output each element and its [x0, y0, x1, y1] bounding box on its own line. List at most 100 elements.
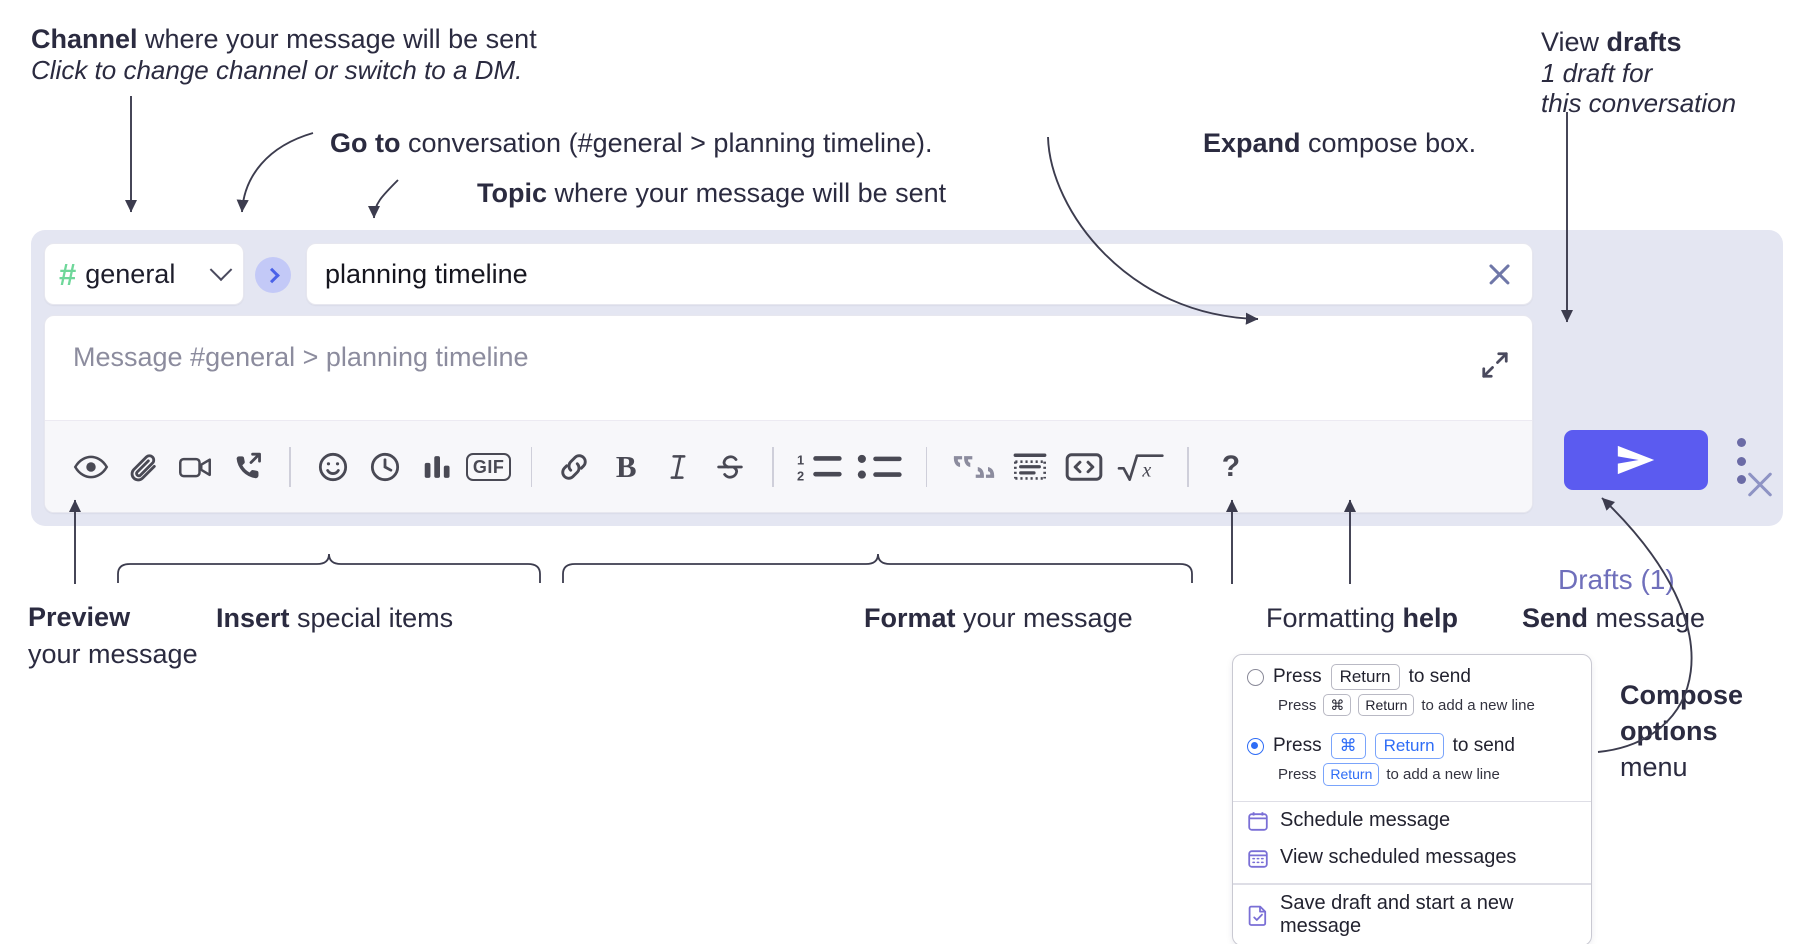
annotation-preview-bold: Preview — [28, 602, 131, 632]
svg-text:1: 1 — [797, 452, 804, 467]
radio1-press: Press — [1273, 666, 1322, 688]
menu-item-schedule-message[interactable]: Schedule message — [1233, 802, 1591, 839]
poll-icon[interactable] — [411, 441, 463, 493]
topic-input[interactable]: planning timeline — [306, 243, 1533, 305]
radio1-key-return: Return — [1330, 664, 1400, 691]
bold-label: B — [615, 448, 637, 484]
hash-icon: # — [59, 256, 76, 292]
compose-options-menu: Press Return to send Press ⌘ Return to a… — [1232, 654, 1592, 944]
annotation-preview-rest: your message — [28, 639, 198, 669]
toolbar-separator — [1187, 446, 1189, 487]
svg-text:x: x — [1142, 459, 1152, 481]
sub1-suffix: to add a new line — [1421, 696, 1535, 714]
radio-icon-selected[interactable] — [1247, 737, 1264, 755]
menu-item-save-draft[interactable]: Save draft and start a new message — [1233, 885, 1591, 944]
goto-conversation-button[interactable] — [255, 257, 291, 293]
menu-divider — [1233, 883, 1591, 885]
bold-icon[interactable]: B — [600, 441, 652, 493]
annotation-expand-bold: Expand — [1203, 128, 1301, 158]
drafts-link[interactable]: Drafts (1) — [1558, 564, 1675, 595]
menu-item-view-scheduled-messages[interactable]: View scheduled messages — [1233, 839, 1591, 876]
code-block-icon[interactable] — [1003, 441, 1057, 493]
annotation-compose-rest: menu — [1620, 752, 1688, 782]
annotation-expand: Expand compose box. — [1203, 126, 1476, 161]
annotation-topic: Topic where your message will be sent — [477, 176, 946, 211]
blockquote-icon[interactable] — [943, 441, 1003, 493]
channel-name-label: general — [85, 258, 176, 289]
annotation-insert: Insert special items — [216, 601, 453, 636]
svg-text:2: 2 — [797, 468, 804, 481]
help-icon[interactable]: ? — [1205, 441, 1257, 493]
message-input-placeholder: Message #general > planning timeline — [73, 342, 529, 372]
annotation-drafts-line1: View drafts — [1541, 25, 1682, 60]
ordered-list-icon[interactable]: 1 2 — [790, 441, 850, 493]
annotation-channel-italic: Click to change channel or switch to a D… — [31, 55, 523, 85]
annotation-drafts-plain: View — [1541, 27, 1607, 57]
annotation-fhelp-bold: help — [1402, 603, 1459, 633]
annotation-send-bold: Send — [1522, 603, 1589, 633]
annotation-insert-bold: Insert — [216, 603, 290, 633]
kebab-dot — [1736, 456, 1746, 466]
link-icon[interactable] — [548, 441, 600, 493]
annotation-compose-bold1: Compose — [1620, 680, 1744, 710]
sub2-suffix: to add a new line — [1386, 765, 1500, 783]
code-icon[interactable] — [1057, 441, 1111, 493]
phone-icon[interactable] — [221, 441, 273, 493]
message-box: Message #general > planning timeline — [44, 315, 1533, 513]
annotation-drafts-line2: 1 draft for — [1541, 57, 1652, 90]
annotation-channel-rest: where your message will be sent — [137, 24, 537, 54]
radio-icon[interactable] — [1247, 668, 1264, 686]
compose-options-menu-button[interactable] — [1731, 438, 1751, 484]
bullet-list-icon[interactable] — [850, 441, 910, 493]
italic-icon[interactable] — [652, 441, 704, 493]
channel-selector[interactable]: # general — [44, 243, 244, 305]
menu-divider — [1233, 800, 1591, 803]
preview-icon[interactable] — [65, 441, 117, 493]
annotation-channel-bold: Channel — [31, 24, 138, 54]
annotation-insert-rest: special items — [289, 603, 454, 633]
annotation-compose-bold2: options — [1620, 716, 1718, 746]
radio1-suffix: to send — [1408, 666, 1471, 688]
menu-item-label: Schedule message — [1280, 809, 1451, 832]
radio2-suffix: to send — [1452, 735, 1515, 757]
annotation-drafts-italic1: 1 draft for — [1541, 58, 1653, 88]
toolbar-separator — [925, 446, 928, 487]
menu-item-label: Save draft and start a new message — [1280, 891, 1514, 937]
radio2-key-cmd: ⌘ — [1330, 733, 1366, 760]
annotation-goto-rest: conversation (#general > planning timeli… — [400, 128, 933, 158]
gif-icon[interactable]: GIF — [463, 441, 515, 493]
annotation-format-rest: your message — [955, 603, 1133, 633]
strikethrough-icon[interactable] — [704, 441, 756, 493]
radio2-key-return: Return — [1374, 733, 1444, 760]
annotation-expand-rest: compose box. — [1300, 128, 1477, 158]
menu-radio-cmd-return-to-send[interactable]: Press ⌘ Return to send — [1233, 724, 1591, 760]
compose-panel: Drafts (1) # general planning timeline — [31, 230, 1783, 595]
video-icon[interactable] — [169, 441, 221, 493]
emoji-icon[interactable] — [307, 441, 359, 493]
expand-icon[interactable] — [1480, 350, 1510, 380]
annotation-compose-options-line1: Compose — [1620, 678, 1743, 713]
annotation-fhelp-plain: Formatting — [1266, 603, 1403, 633]
attachment-icon[interactable] — [117, 441, 169, 493]
annotation-format-bold: Format — [864, 603, 956, 633]
message-input-row[interactable]: Message #general > planning timeline — [45, 316, 1532, 421]
toolbar-separator — [530, 446, 533, 487]
send-button[interactable] — [1564, 430, 1708, 490]
kebab-dot — [1736, 438, 1746, 447]
annotation-drafts-line3: this conversation — [1541, 87, 1736, 120]
annotation-drafts-italic2: this conversation — [1541, 88, 1737, 118]
sub1-key-return: Return — [1358, 694, 1415, 717]
chevron-right-icon — [263, 267, 280, 283]
sub2-press: Press — [1278, 765, 1317, 783]
sub2-key-return: Return — [1323, 763, 1380, 786]
menu-radio-return-to-send[interactable]: Press Return to send — [1233, 655, 1591, 691]
paper-plane-icon — [1617, 445, 1655, 475]
math-icon[interactable]: x — [1111, 441, 1171, 493]
annotation-topic-rest: where your message will be sent — [547, 178, 947, 208]
radio2-press: Press — [1273, 735, 1322, 757]
calendar-grid-icon — [1248, 849, 1268, 868]
annotation-preview-line2: your message — [28, 637, 198, 672]
clock-icon[interactable] — [359, 441, 411, 493]
clear-topic-icon[interactable] — [1484, 259, 1514, 289]
sub1-press: Press — [1278, 696, 1317, 714]
